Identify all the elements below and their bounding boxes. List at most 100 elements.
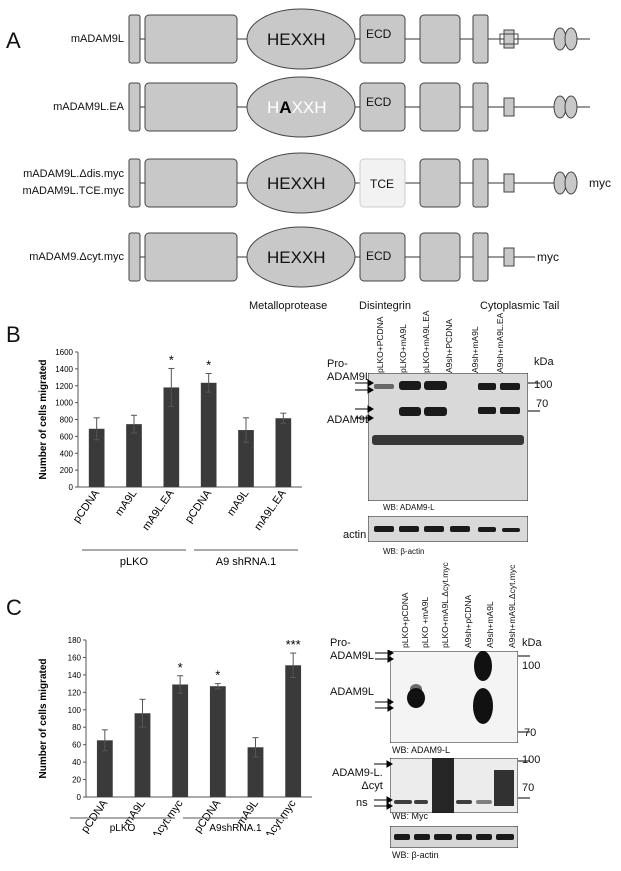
- group-label: A9 shRNA.1: [216, 556, 277, 568]
- bar: [88, 428, 105, 487]
- blot-b-wb2: WB: β-actin: [383, 547, 425, 556]
- blot-b-wb1: WB: ADAM9-L: [383, 503, 435, 512]
- y-tick-label: 40: [72, 758, 81, 767]
- blot-c-mature-label: ADAM9L: [330, 686, 375, 698]
- blot-c-lane-4: A9sh+pCDNA: [463, 594, 473, 648]
- blot-c-myc: [390, 758, 518, 813]
- hexxh-mut-label: HAXXH: [267, 98, 327, 118]
- y-tick-label: 200: [60, 466, 74, 475]
- blot-c-arrows: [375, 650, 394, 712]
- y-tick-label: 100: [68, 706, 82, 715]
- category-label: mA9L: [113, 488, 139, 518]
- row-label-4: mADAM9L.TCE.myc: [22, 185, 124, 197]
- significance-mark: *: [206, 358, 211, 373]
- y-tick-label: 180: [68, 636, 82, 645]
- bar: [247, 747, 264, 797]
- significance-mark: *: [215, 668, 220, 683]
- blot-b-lanes: pLKO+PCDNA pLKO+mA9L pLKO+mA9L.EA A9sh+P…: [375, 285, 535, 375]
- blot-c-pro-label: Pro- ADAM9L: [330, 637, 375, 662]
- ecd-label-1: ECD: [366, 27, 392, 41]
- domain-label-disintegrin: Disintegrin: [359, 300, 411, 312]
- bar: [209, 686, 226, 797]
- y-tick-label: 800: [60, 416, 74, 425]
- y-tick-label: 600: [60, 432, 74, 441]
- y-tick-label: 80: [72, 723, 81, 732]
- significance-mark: *: [169, 352, 174, 367]
- ecd-label-2: ECD: [366, 95, 392, 109]
- blot-b-lane-4: A9sh+PCDNA: [444, 318, 454, 373]
- blot-c-lane-6: A9sh+mA9L.Δcyt.myc: [507, 564, 517, 648]
- panel-a-letter: A: [6, 28, 21, 53]
- group-label: A9shRNA.1: [209, 823, 262, 834]
- blot-b-lane-3: pLKO+mA9L.EA: [421, 310, 431, 373]
- significance-mark: ***: [286, 637, 301, 652]
- y-tick-label: 0: [69, 483, 74, 492]
- blot-c-marker-100b: 100: [522, 754, 541, 766]
- blot-c-lane-5: A9sh+mA9L: [485, 601, 495, 648]
- y-tick-label: 20: [72, 776, 81, 785]
- y-tick-label: 140: [68, 671, 82, 680]
- y-tick-label: 160: [68, 653, 82, 662]
- blot-b-adam9: [368, 373, 528, 501]
- blot-b-mature-label: ADAM9L: [327, 414, 372, 426]
- y-tick-label: 60: [72, 741, 81, 750]
- ecd-label-4: ECD: [366, 249, 392, 263]
- blot-c-wb2: WB: Myc: [392, 811, 428, 821]
- y-tick-label: 1400: [55, 365, 73, 374]
- y-axis-label: Number of cells migrated: [38, 658, 49, 778]
- blot-c-arrows-2: [374, 760, 393, 810]
- panel-b-letter: B: [6, 322, 21, 347]
- blot-b-actin: [368, 516, 528, 542]
- blot-b-marker-70: 70: [536, 398, 549, 410]
- blot-b-lane-1: pLKO+PCDNA: [375, 316, 385, 373]
- myc-label-row4: myc: [537, 250, 559, 264]
- hexxh-mut-letter: A: [279, 98, 292, 117]
- blot-c-lane-2: pLKO +mA9L: [420, 596, 430, 648]
- row2-domains: [128, 76, 578, 138]
- domain-label-metalloprotease: Metalloprotease: [249, 300, 328, 312]
- y-tick-label: 1600: [55, 348, 73, 357]
- blot-c-adam9: [390, 651, 518, 743]
- group-label: pLKO: [120, 556, 149, 568]
- hexxh-label-1: HEXXH: [267, 30, 326, 49]
- blot-b-lane-6: A9sh+mA9L.EA: [495, 312, 505, 373]
- blot-b-arrows: [355, 379, 374, 422]
- blot-b-lane-5: A9sh+mA9L: [470, 326, 480, 373]
- blot-c-lane-1: pLKO+pCDNA: [400, 592, 410, 648]
- row-label-5: mADAM9.Δcyt.myc: [29, 251, 124, 263]
- category-label: mA9L.EA: [140, 487, 177, 532]
- blot-c-lane-3: pLKO+mA9L.Δcyt.myc: [440, 562, 450, 648]
- row4-domains: [128, 226, 515, 288]
- bar: [134, 713, 151, 797]
- bar: [172, 684, 189, 797]
- blot-c-marker-ticks-2: [518, 760, 530, 799]
- row-label-2: mADAM9L.EA: [53, 101, 124, 113]
- row-label-1: mADAM9L: [70, 33, 124, 45]
- blot-c-cyt-label: ADAM9-L. Δcyt: [332, 767, 383, 792]
- y-axis-label: Number of cells migrated: [38, 359, 49, 479]
- category-label: mA9L.EA: [252, 487, 289, 532]
- bar: [238, 430, 254, 487]
- blot-c-actin: [390, 826, 518, 848]
- row1-domains: [128, 8, 578, 70]
- tce-label: TCE: [370, 177, 394, 191]
- y-tick-label: 0: [77, 793, 82, 802]
- blot-c-wb3: WB: β-actin: [392, 850, 439, 860]
- domain-label-cytoplasmic-tail: Cytoplasmic Tail: [480, 300, 560, 312]
- blot-b-lane-2: pLKO+mA9L: [398, 324, 408, 373]
- significance-mark: *: [178, 660, 183, 675]
- category-label: pCDNA: [183, 487, 215, 525]
- blot-b-pro-label: Pro- ADAM9L: [327, 358, 372, 383]
- blot-b-actin-label: actin: [343, 529, 367, 541]
- blot-c-wb1: WB: ADAM9-L: [392, 745, 451, 755]
- myc-label-row3: myc: [589, 176, 611, 190]
- blot-c-kda: kDa: [522, 637, 542, 649]
- bar: [126, 424, 142, 487]
- category-label: pCDNA: [79, 797, 111, 835]
- y-tick-label: 1200: [55, 382, 73, 391]
- category-label: pCDNA: [71, 487, 103, 525]
- y-tick-label: 1000: [55, 399, 73, 408]
- blot-c-marker-100a: 100: [522, 660, 541, 672]
